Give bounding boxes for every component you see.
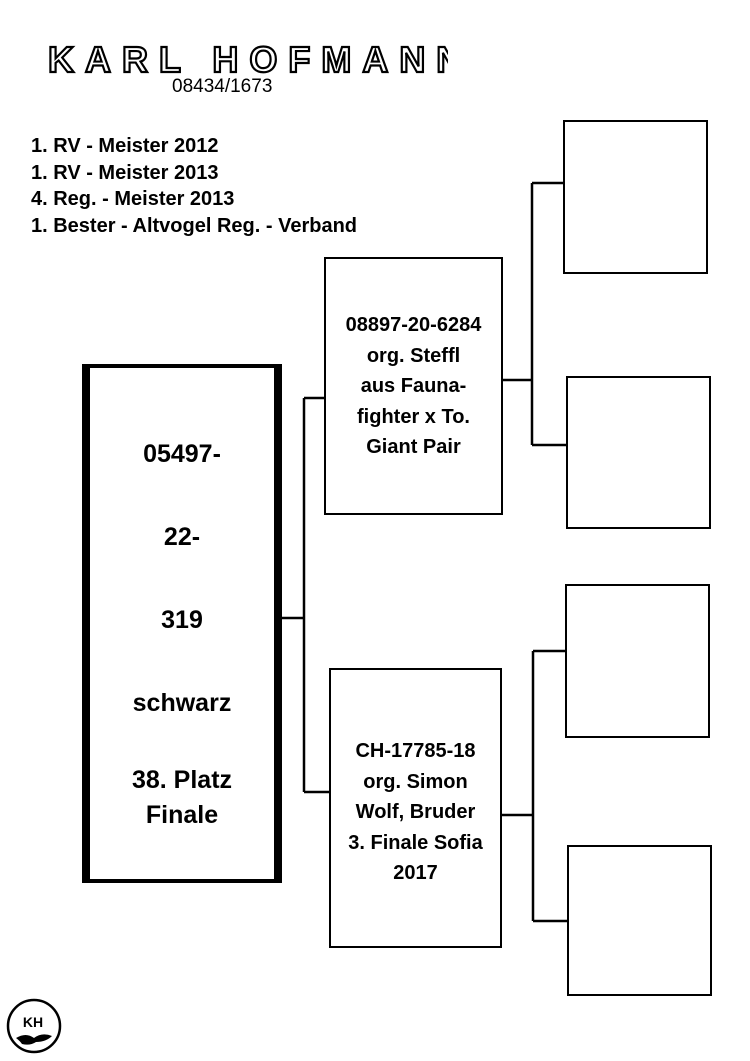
sire-ring-number: 08897-20-6284: [345, 314, 482, 336]
achievement-item: 1. RV - Meister 2012: [31, 135, 219, 157]
dam-box: CH-17785-18 org. Simon Wolf, Bruder 3. F…: [329, 668, 502, 948]
grandsire-paternal-box: [563, 120, 708, 274]
granddam-paternal-box: [566, 376, 711, 529]
sire-box: 08897-20-6284 org. Steffl aus Fauna- fig…: [324, 257, 503, 515]
achievement-item: 1. Bester - Altvogel Reg. - Verband: [31, 214, 358, 237]
sire-info-line: org. Steffl: [366, 344, 461, 367]
sire-info-line: aus Fauna-: [360, 375, 467, 397]
dam-info-line: 2017: [393, 862, 438, 884]
sire-info-line: fighter x To.: [357, 405, 470, 428]
breeder-name: KARL HOFMANN: [48, 40, 448, 81]
dam-info-line: Wolf, Bruder: [355, 801, 476, 823]
dam-ring-number: CH-17785-18: [355, 740, 476, 762]
connector-bird-to-parents: [282, 396, 329, 794]
bird-color: schwarz: [132, 689, 232, 717]
dam-info-line: 3. Finale Sofia: [348, 831, 483, 854]
grandsire-maternal-box: [565, 584, 710, 738]
svg-text:KH: KH: [23, 1014, 43, 1030]
dove-icon: [16, 1034, 52, 1045]
dam-info-line: org. Simon: [363, 770, 468, 793]
bird-ring-part: 319: [161, 606, 203, 634]
svg-text:KARL HOFMANN: KARL HOFMANN: [48, 40, 448, 80]
achievement-item: 1. RV - Meister 2013: [31, 161, 219, 184]
bird-box: 05497- 22- 319 schwarz 38. Platz Finale: [82, 364, 282, 883]
granddam-maternal-box: [567, 845, 712, 996]
achievement-item: 4. Reg. - Meister 2013: [31, 188, 235, 210]
connector-dam-to-grandparents: [502, 649, 567, 923]
bird-ring-part: 22-: [163, 523, 201, 551]
bird-placement: 38. Platz: [131, 766, 233, 794]
bird-info: 05497- 22- 319 schwarz 38. Platz Finale: [90, 434, 274, 837]
sire-info-line: Giant Pair: [366, 436, 461, 458]
kh-logo: KH: [6, 998, 62, 1054]
bird-placement-event: Finale: [145, 801, 219, 829]
bird-ring-part: 05497-: [143, 440, 221, 468]
achievements-list: 1. RV - Meister 2012 1. RV - Meister 201…: [31, 133, 357, 239]
breeder-number: 08434/1673: [172, 76, 273, 97]
connector-sire-to-grandparents: [503, 181, 566, 447]
